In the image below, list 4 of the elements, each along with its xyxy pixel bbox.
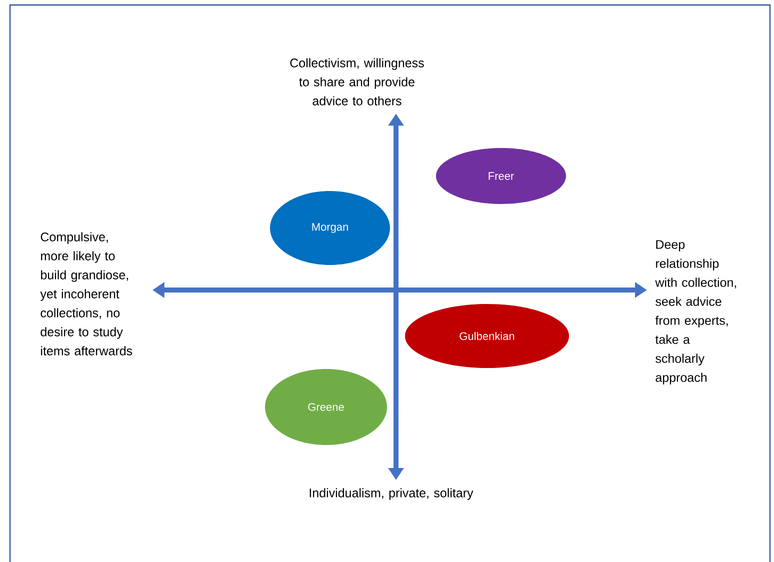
axis-label: Deep relationship with collection, seek advice from experts, take a scholarly approach [655, 240, 736, 384]
axis-label: Individualism, private, solitary [310, 488, 474, 500]
axis-label: Compulsive, more likely to build grandiose, yet incoherent collections, no desire to study items afterwards [40, 232, 132, 356]
axis-label: Collectivism, willingness to share and provide advice to others [290, 58, 424, 106]
